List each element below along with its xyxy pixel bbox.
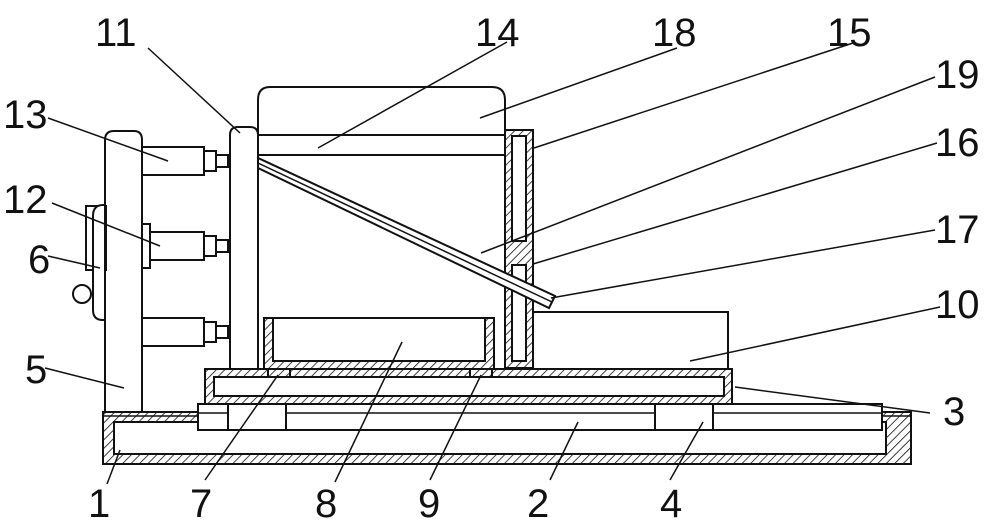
slide-plate xyxy=(204,368,733,405)
label-1: 1 xyxy=(88,482,110,526)
label-18: 18 xyxy=(652,11,697,55)
label-13: 13 xyxy=(3,93,48,137)
label-5: 5 xyxy=(25,348,47,392)
inclined-chute xyxy=(257,156,557,310)
label-17: 17 xyxy=(935,208,980,252)
push-plate xyxy=(229,126,259,370)
hopper xyxy=(257,86,506,156)
label-7: 7 xyxy=(190,482,212,526)
motor xyxy=(72,204,107,321)
label-10: 10 xyxy=(935,283,980,327)
label-16: 16 xyxy=(935,121,980,165)
vertical-guide xyxy=(504,129,534,369)
collection-tray xyxy=(263,317,495,370)
leader-lines xyxy=(44,41,941,485)
support-blocks xyxy=(227,401,714,431)
label-3: 3 xyxy=(943,390,965,434)
frame-plate xyxy=(104,130,143,413)
rail xyxy=(197,403,883,431)
label-11: 11 xyxy=(95,11,137,55)
label-6: 6 xyxy=(28,238,50,282)
label-15: 15 xyxy=(827,11,872,55)
block-10 xyxy=(529,311,729,370)
part-labels: 11 13 12 6 5 14 18 15 19 16 17 10 3 1 7 … xyxy=(3,11,980,526)
label-9: 9 xyxy=(418,482,440,526)
label-19: 19 xyxy=(935,53,980,97)
cylinders xyxy=(141,146,229,347)
label-12: 12 xyxy=(3,178,48,222)
label-4: 4 xyxy=(660,482,682,526)
label-8: 8 xyxy=(315,482,337,526)
label-2: 2 xyxy=(527,482,549,526)
label-14: 14 xyxy=(475,11,520,55)
